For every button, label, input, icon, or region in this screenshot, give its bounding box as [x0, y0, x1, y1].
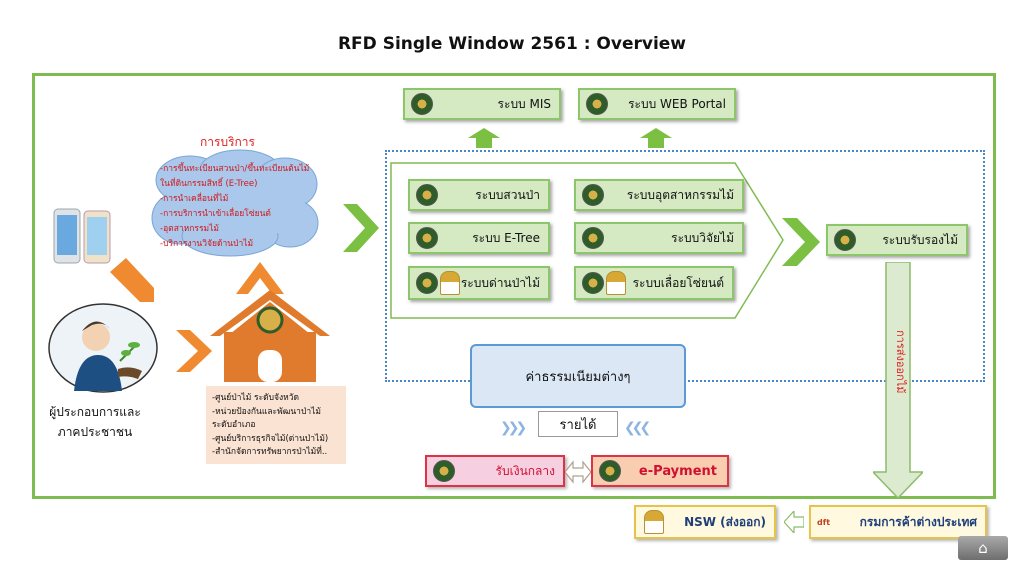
up-arrow-icon: [640, 128, 672, 148]
services-list: -การขึ้นทะเบียนสวนป่า/ขึ้นทะเบียนต้นไม้ใ…: [160, 162, 312, 252]
left-arrow-icon: [784, 511, 804, 533]
wood-certification-system-label: ระบบรับรองไม้: [882, 232, 958, 247]
overview-frame: [32, 73, 996, 499]
wood-industry-system-label: ระบบอุตสาหกรรมไม้: [626, 187, 734, 202]
central-receipt-label: รับเงินกลาง: [495, 463, 555, 478]
wood-research-system-box[interactable]: ระบบวิจัยไม้: [574, 222, 744, 254]
wood-industry-system-box[interactable]: ระบบอุตสาหกรรมไม้: [574, 179, 744, 211]
rfd-seal-icon: [586, 93, 608, 115]
income-box[interactable]: รายได้: [538, 411, 618, 437]
office-item: -หน่วยป้องกันและพัฒนาป่าไม้ระดับอำเภอ: [212, 406, 322, 431]
chainsaw-system-label: ระบบเลื่อยโซ่ยนต์: [632, 275, 724, 290]
wood-certification-system-box[interactable]: ระบบรับรองไม้: [826, 224, 968, 256]
fees-box[interactable]: ค่าธรรมเนียมต่างๆ: [470, 344, 686, 408]
fees-label: ค่าธรรมเนียมต่างๆ: [525, 369, 631, 385]
operator-label: ผู้ประกอบการและ ภาคประชาชน: [40, 402, 150, 442]
page-title: RFD Single Window 2561 : Overview: [337, 34, 687, 54]
rfd-seal-icon: [582, 184, 604, 206]
office-item: -ศูนย์ป่าไม้ ระดับจังหวัด: [212, 393, 300, 403]
rfd-seal-icon: [582, 227, 604, 249]
home-button[interactable]: ⌂: [958, 536, 1008, 560]
rfd-seal-icon: [416, 272, 438, 294]
services-item: -อุตสาหกรรมไม้: [160, 224, 220, 234]
diagonal-arrow-icon: [110, 258, 154, 302]
mis-system-label: ระบบ MIS: [497, 96, 551, 111]
nsw-export-box[interactable]: NSW (ส่งออก): [634, 505, 776, 539]
services-cloud-shape: [151, 149, 319, 257]
services-item: -บริการงานวิจัยด้านป่าไม้: [160, 239, 254, 249]
web-portal-system-box[interactable]: ระบบ WEB Portal: [578, 88, 736, 120]
web-portal-system-label: ระบบ WEB Portal: [628, 96, 726, 111]
dft-box[interactable]: dft กรมการค้าต่างประเทศ: [809, 505, 987, 539]
office-item: -สำนักจัดการทรัพยากรป่าไม้ที่..: [212, 447, 328, 457]
government-crest-icon: [440, 271, 460, 295]
e-tree-system-label: ระบบ E-Tree: [472, 230, 540, 245]
plantation-system-box[interactable]: ระบบสวนป่า: [408, 179, 550, 211]
export-label: การส่งออกไม้: [894, 330, 907, 394]
services-item: -การบริการนำเข้าเลื่อยโซ่ยนต์: [160, 209, 271, 219]
chainsaw-system-box[interactable]: ระบบเลื่อยโซ่ยนต์: [574, 266, 734, 300]
operator-label-line: ภาคประชาชน: [57, 425, 133, 439]
rfd-seal-icon: [599, 460, 621, 482]
services-title: การบริการ: [200, 135, 255, 149]
services-item: -การนำเคลื่อนที่ไม้: [160, 194, 229, 204]
rfd-seal-icon: [416, 227, 438, 249]
dft-logo-icon: dft: [817, 517, 831, 527]
government-crest-icon: [644, 510, 664, 534]
chevron-right-icon: [176, 330, 212, 372]
wood-research-system-label: ระบบวิจัยไม้: [671, 230, 734, 245]
e-payment-box[interactable]: e-Payment: [591, 455, 729, 487]
double-chevron-left-icon: ❮❮❮: [624, 420, 651, 436]
rfd-seal-icon: [416, 184, 438, 206]
offices-list: -ศูนย์ป่าไม้ ระดับจังหวัด -หน่วยป้องกันแ…: [206, 386, 346, 464]
mis-system-box[interactable]: ระบบ MIS: [403, 88, 561, 120]
rfd-seal-icon: [834, 229, 856, 251]
down-arrow-icon: [873, 262, 923, 498]
diagonal-arrow-icon: [236, 262, 284, 294]
government-crest-icon: [606, 271, 626, 295]
up-arrow-icon: [468, 128, 500, 148]
plantation-system-label: ระบบสวนป่า: [475, 187, 540, 202]
rfd-seal-icon: [411, 93, 433, 115]
smartphones-image: [53, 208, 111, 264]
double-chevron-right-icon: ❯❯❯: [500, 420, 527, 436]
income-label: รายได้: [559, 417, 597, 433]
office-house-icon: [210, 290, 330, 382]
e-tree-system-box[interactable]: ระบบ E-Tree: [408, 222, 550, 254]
rfd-seal-icon: [582, 272, 604, 294]
central-receipt-box[interactable]: รับเงินกลาง: [425, 455, 565, 487]
services-item: -การขึ้นทะเบียนสวนป่า/ขึ้นทะเบียนต้นไม้ใ…: [160, 164, 310, 189]
forest-checkpoint-system-label: ระบบด่านป่าไม้: [460, 275, 540, 290]
chevron-right-icon: [343, 204, 379, 252]
rfd-seal-icon: [433, 460, 455, 482]
home-icon: ⌂: [978, 539, 988, 557]
bidirectional-arrow-icon: [565, 460, 591, 484]
office-item: -ศูนย์บริการธุรกิจไม้(ด่านป่าไม้): [212, 433, 329, 444]
operator-label-line: ผู้ประกอบการและ: [49, 405, 141, 419]
nsw-export-label: NSW (ส่งออก): [684, 514, 766, 529]
chevron-right-icon: [782, 218, 820, 266]
operator-person-image: [48, 303, 158, 393]
e-payment-label: e-Payment: [638, 463, 717, 479]
dft-label: กรมการค้าต่างประเทศ: [859, 514, 977, 529]
forest-checkpoint-system-box[interactable]: ระบบด่านป่าไม้: [408, 266, 550, 300]
core-systems-chevron-outline: [390, 162, 784, 319]
